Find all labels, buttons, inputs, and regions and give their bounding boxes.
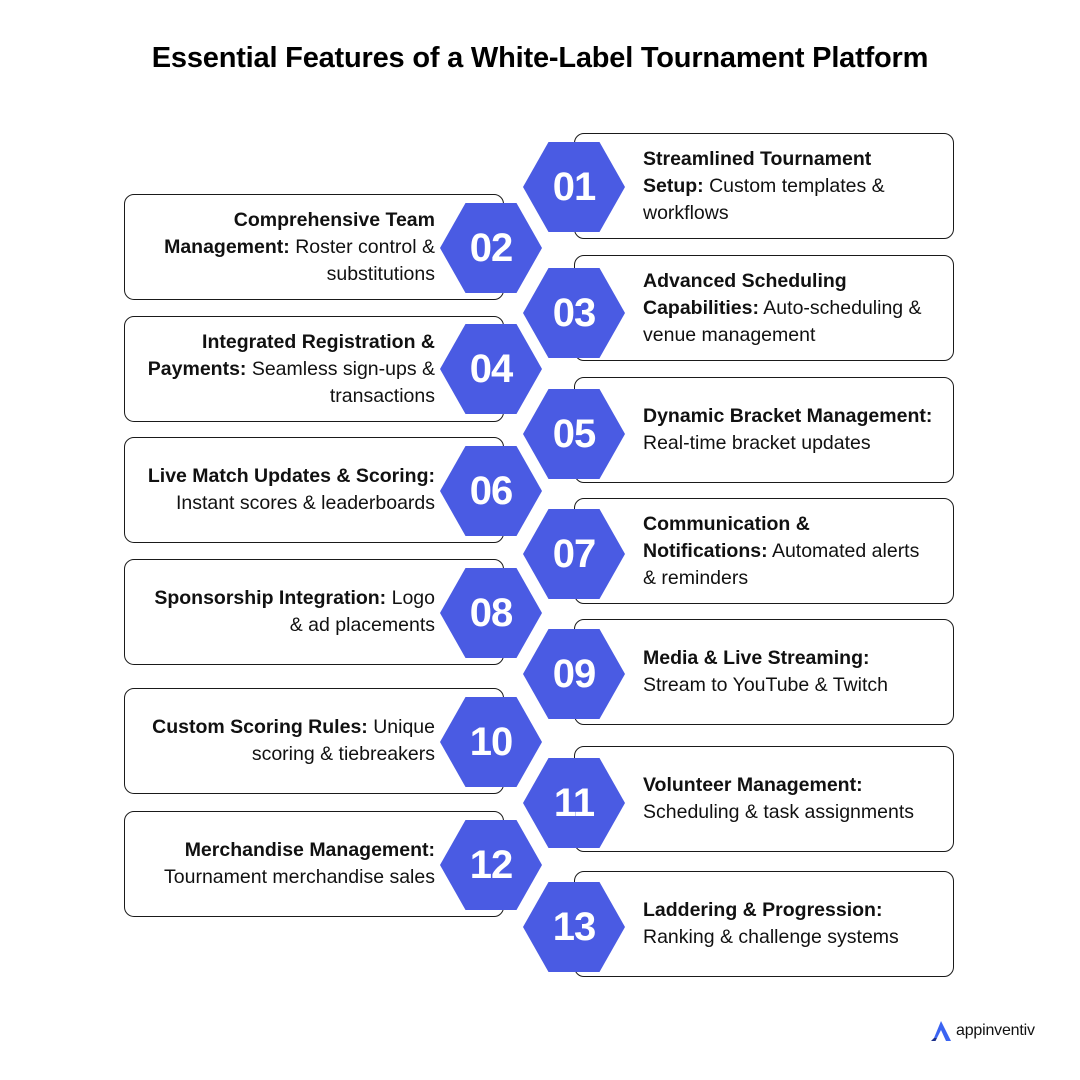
feature-heading: Dynamic Bracket Management: — [643, 405, 933, 427]
number-badge-11: 11 — [523, 758, 625, 848]
feature-heading: Laddering & Progression: — [643, 899, 883, 921]
feature-description: Custom Scoring Rules: Unique scoring & t… — [143, 714, 435, 768]
brand-logo: appinventiv — [930, 1018, 1035, 1044]
feature-detail: Tournament merchandise sales — [164, 866, 435, 888]
feature-detail: Custom templates & workflows — [643, 174, 885, 224]
feature-description: Advanced Scheduling Capabilities: Auto-s… — [643, 268, 935, 349]
feature-detail: Instant scores & leaderboards — [175, 492, 435, 514]
page-title: Essential Features of a White-Label Tour… — [151, 42, 929, 74]
feature-heading: Merchandise Management: — [184, 839, 435, 861]
feature-description: Sponsorship Integration: Logo & ad place… — [143, 585, 435, 639]
number-badge-07: 07 — [523, 509, 625, 599]
feature-detail: Seamless sign-ups & transactions — [251, 357, 435, 407]
feature-detail: Automated alerts & reminders — [643, 539, 920, 589]
feature-heading: Streamlined Tournament Setup: — [643, 147, 872, 197]
number-badge-08: 08 — [440, 568, 542, 658]
number-badge-02: 02 — [440, 203, 542, 293]
feature-heading: Advanced Scheduling Capabilities: — [643, 269, 847, 319]
feature-detail: Roster control & substitutions — [295, 235, 435, 285]
feature-heading: Live Match Updates & Scoring: — [147, 465, 435, 487]
number-badge-01: 01 — [523, 142, 625, 232]
feature-card-09: Media & Live Streaming: Stream to YouTub… — [574, 619, 954, 725]
feature-description: Streamlined Tournament Setup: Custom tem… — [643, 146, 935, 227]
feature-heading: Integrated Registration & Payments: — [147, 330, 435, 380]
feature-description: Volunteer Management: Scheduling & task … — [643, 772, 935, 826]
feature-card-11: Volunteer Management: Scheduling & task … — [574, 746, 954, 852]
feature-detail: Unique scoring & tiebreakers — [251, 716, 435, 765]
feature-detail: Scheduling & task assignments — [643, 801, 914, 823]
feature-card-10: Custom Scoring Rules: Unique scoring & t… — [124, 688, 504, 794]
feature-heading: Communication & Notifications: — [643, 512, 810, 562]
feature-heading: Volunteer Management: — [643, 774, 863, 796]
feature-description: Communication & Notifications: Automated… — [643, 511, 935, 592]
number-badge-06: 06 — [440, 446, 542, 536]
feature-heading: Comprehensive Team Management: — [164, 208, 435, 258]
feature-heading: Sponsorship Integration: — [154, 587, 387, 609]
number-badge-10: 10 — [440, 697, 542, 787]
feature-description: Comprehensive Team Management: Roster co… — [143, 207, 435, 288]
feature-card-07: Communication & Notifications: Automated… — [574, 498, 954, 604]
feature-detail: Real-time bracket updates — [643, 432, 871, 454]
appinventiv-logo-icon — [931, 1021, 951, 1041]
feature-description: Integrated Registration & Payments: Seam… — [143, 329, 435, 410]
feature-card-13: Laddering & Progression: Ranking & chall… — [574, 871, 954, 977]
feature-description: Live Match Updates & Scoring: Instant sc… — [143, 463, 435, 517]
number-badge-04: 04 — [440, 324, 542, 414]
number-badge-13: 13 — [523, 882, 625, 972]
feature-heading: Media & Live Streaming: — [643, 647, 870, 669]
brand-name: appinventiv — [956, 1022, 1035, 1039]
feature-card-05: Dynamic Bracket Management: Real-time br… — [574, 377, 954, 483]
feature-detail: Stream to YouTube & Twitch — [643, 674, 888, 696]
feature-heading: Custom Scoring Rules: — [152, 716, 368, 738]
number-badge-09: 09 — [523, 629, 625, 719]
number-badge-05: 05 — [523, 389, 625, 479]
feature-detail: Auto-scheduling & venue management — [643, 296, 922, 346]
feature-description: Merchandise Management: Tournament merch… — [143, 837, 435, 891]
feature-description: Dynamic Bracket Management: Real-time br… — [643, 403, 935, 457]
feature-card-01: Streamlined Tournament Setup: Custom tem… — [574, 133, 954, 239]
number-badge-12: 12 — [440, 820, 542, 910]
feature-description: Laddering & Progression: Ranking & chall… — [643, 897, 935, 951]
feature-detail: Logo & ad placements — [289, 587, 435, 636]
feature-detail: Ranking & challenge systems — [643, 926, 899, 948]
number-badge-03: 03 — [523, 268, 625, 358]
feature-card-03: Advanced Scheduling Capabilities: Auto-s… — [574, 255, 954, 361]
feature-description: Media & Live Streaming: Stream to YouTub… — [643, 645, 935, 699]
